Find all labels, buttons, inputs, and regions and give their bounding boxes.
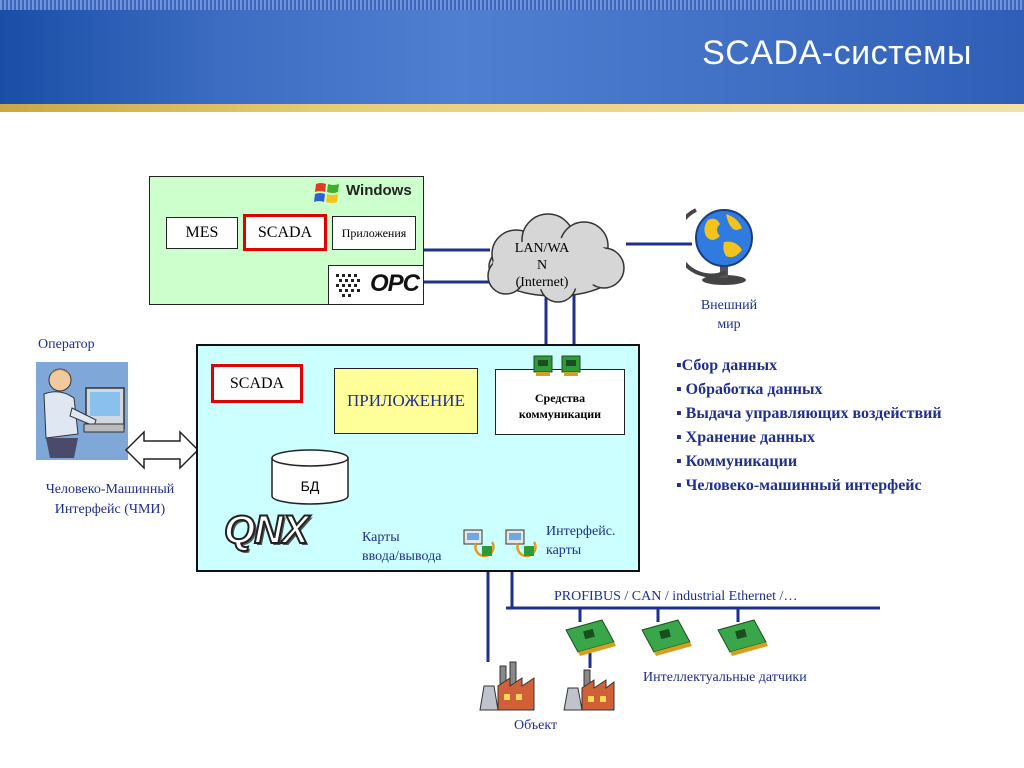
database-label: БД	[300, 478, 320, 494]
plant-label: Объект	[514, 718, 558, 733]
feature-item: ▪ Выдача управляющих воздействий	[676, 405, 942, 422]
bus-label: PROFIBUS / CAN / industrial Ethernet /…	[554, 589, 798, 604]
windows-label: Windows	[346, 182, 412, 199]
operator-icon	[36, 362, 128, 460]
opc-label: OPC	[370, 270, 420, 297]
qnx-logo: QNX	[223, 507, 310, 553]
feature-item: ▪ Хранение данных	[676, 429, 816, 446]
mes-box: MES	[166, 217, 238, 249]
bullet-icon: ▪	[676, 429, 686, 446]
feature-item: ▪ Обработка данных	[676, 381, 823, 398]
page-title: SCADA-системы	[702, 34, 972, 72]
cloud-label: LAN/WA N (Internet)	[514, 240, 570, 290]
scada-box-windows: SCADA	[243, 214, 327, 251]
external-world-label: Внешний мир	[700, 298, 758, 332]
applications-box: Приложения	[332, 216, 416, 250]
database-icon	[271, 449, 349, 505]
bullet-icon: ▪	[676, 477, 686, 494]
feature-item: ▪Сбор данных	[676, 357, 778, 374]
header-band	[0, 0, 1024, 104]
cloud-icon	[487, 213, 625, 303]
opc-pattern-icon	[336, 274, 360, 297]
feature-list: ▪Сбор данных ▪ Обработка данных ▪ Выдача…	[676, 354, 942, 498]
application-box: ПРИЛОЖЕНИЕ	[334, 368, 478, 434]
bullet-icon: ▪	[676, 381, 686, 398]
feature-item: ▪ Коммуникации	[676, 453, 798, 470]
feature-item: ▪ Человеко-машинный интерфейс	[676, 477, 922, 494]
globe-icon	[686, 208, 753, 285]
operator-label: Оператор	[38, 337, 95, 352]
hmi-label: Человеко-Машинный Интерфейс (ЧМИ)	[45, 482, 175, 517]
network-card-icon	[533, 355, 581, 376]
io-cards-label: Карты ввода/вывода	[362, 530, 442, 564]
scada-box-controller: SCADA	[211, 364, 303, 403]
windows-logo-icon	[314, 183, 339, 203]
sensors-label: Интеллектуальные датчики	[643, 670, 807, 685]
header-underline	[0, 104, 1024, 112]
bullet-icon: ▪	[676, 405, 686, 422]
bullet-icon: ▪	[676, 357, 682, 374]
header-stripe	[0, 0, 1024, 10]
interface-cards-label: Интерфейс. карты	[546, 524, 616, 558]
io-card-icon	[463, 529, 537, 558]
double-arrow-icon	[124, 430, 200, 470]
smart-sensor-icon	[565, 619, 768, 656]
communication-box: Средства коммуникации	[495, 369, 625, 435]
bullet-icon: ▪	[676, 453, 686, 470]
factory-icon	[479, 661, 615, 711]
